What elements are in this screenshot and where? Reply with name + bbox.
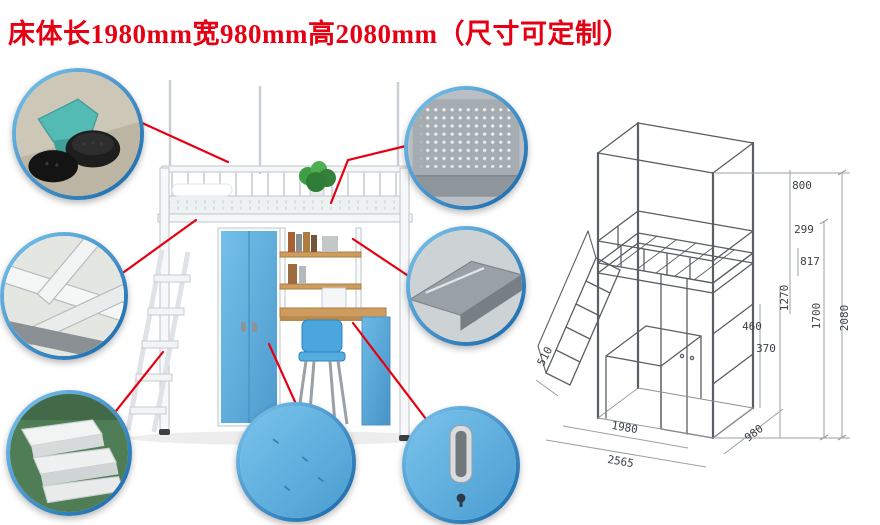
chair-seat (298, 351, 346, 362)
wireframe-desk (605, 325, 702, 429)
dim-460: 460 (742, 320, 762, 333)
dim-1270: 1270 (778, 285, 791, 312)
callout-door-handle (402, 406, 520, 524)
callout-panel-surface (236, 402, 356, 522)
dimension-lines (535, 169, 850, 468)
rubber-foot (28, 150, 78, 183)
dim-370: 370 (756, 342, 776, 355)
steel-beam (410, 260, 522, 316)
door-handle-detail (406, 410, 516, 520)
product-photo (125, 80, 422, 445)
bed-wireframe (537, 121, 755, 440)
ladder-step (20, 419, 104, 447)
foot-pad (159, 429, 170, 435)
page-title: 床体长1980mm宽980mm高2080mm（尺寸可定制） (8, 19, 630, 49)
frame-tube-detail (4, 236, 124, 356)
wireframe-floor (597, 387, 754, 439)
desk (279, 287, 387, 321)
beam-bracket-detail (410, 230, 522, 342)
canopy-rods (168, 80, 400, 174)
dim-1700: 1700 (810, 303, 823, 330)
blue-panel-detail (240, 406, 352, 518)
dim-299: 299 (794, 223, 814, 236)
dim-2080: 2080 (838, 305, 851, 332)
perforated-panel-detail (408, 90, 524, 206)
frame-tube (36, 236, 109, 305)
wardrobe-handle (241, 322, 246, 332)
bed-frame-rail (157, 213, 413, 223)
dim-2565: 2565 (606, 453, 634, 470)
dim-1980: 1980 (610, 419, 638, 436)
wardrobe (217, 227, 281, 427)
wardrobe-handle (252, 322, 257, 332)
bookshelf-hutch (279, 227, 362, 318)
ladder-step-detail (10, 394, 128, 512)
bedding (171, 183, 233, 197)
wireframe-stairs (537, 230, 621, 386)
desk-top (279, 307, 387, 318)
ladder (125, 249, 191, 433)
callout-corner-feet (12, 68, 144, 200)
callout-ladder-steps (6, 390, 132, 516)
dim-510: 510 (535, 345, 556, 369)
chair-back (301, 319, 343, 353)
dimension-diagram: 800 299 817 1270 1700 2080 460 370 510 1… (535, 121, 851, 470)
books (288, 232, 338, 284)
perforated-bed-deck (161, 195, 409, 215)
wireframe-canopy (597, 122, 754, 174)
wireframe-cabinet (660, 252, 754, 439)
callout-frame-tubes (0, 232, 128, 360)
dim-800: 800 (792, 179, 812, 192)
plastic-corner-piece (37, 98, 99, 143)
callout-beam-bracket (406, 226, 526, 346)
corner-feet-detail (16, 72, 140, 196)
dim-817: 817 (800, 255, 820, 268)
desk-photo-frame (321, 287, 347, 309)
wireframe-guardrail (597, 210, 754, 262)
callout-perforated-panel (404, 86, 528, 210)
desk-side-panel (361, 316, 391, 426)
dimension-labels: 800 299 817 1270 1700 2080 460 370 510 1… (535, 179, 851, 470)
